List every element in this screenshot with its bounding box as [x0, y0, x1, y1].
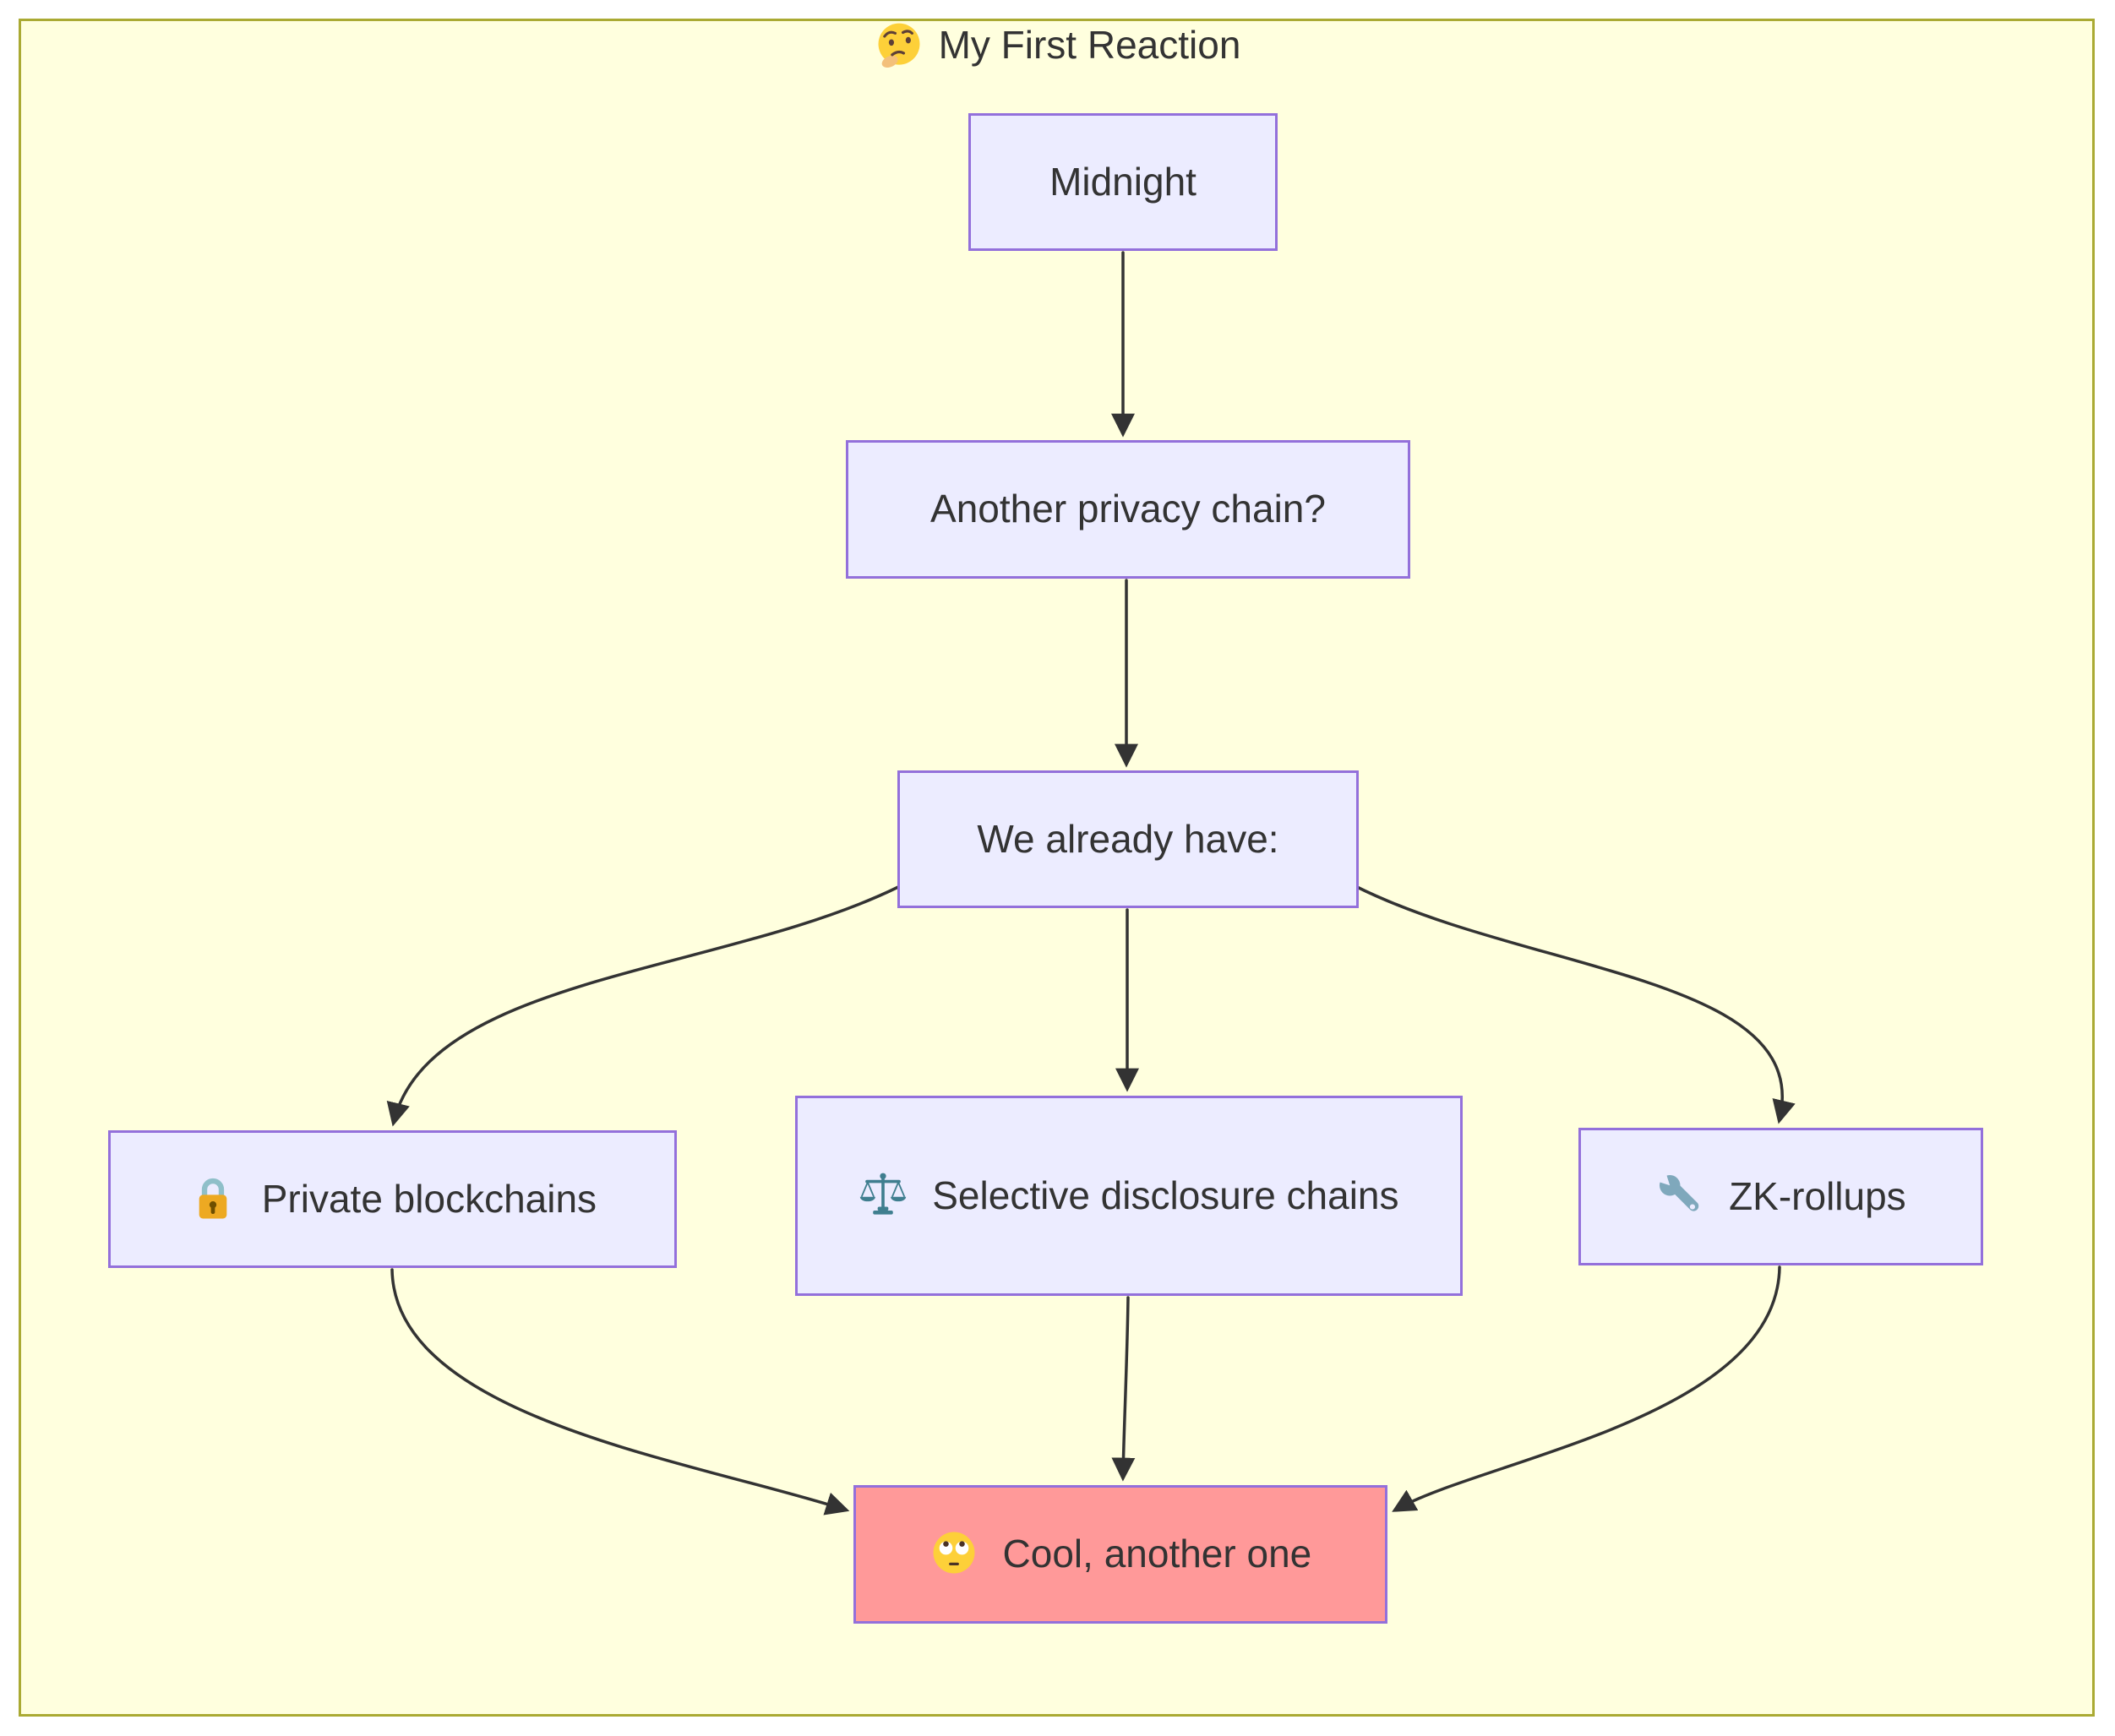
- node-zk-rollups-text: ZK-rollups: [1729, 1173, 1906, 1218]
- diagram-title-text: My First Reaction: [938, 23, 1241, 67]
- node-we-already-have: We already have:: [897, 770, 1359, 908]
- node-another-privacy-chain-text: Another privacy chain?: [930, 487, 1326, 531]
- edge-private-to-cool: [390, 1268, 850, 1516]
- thinking-face-icon: [878, 23, 920, 68]
- node-another-privacy-chain: Another privacy chain?: [846, 440, 1410, 579]
- node-cool-another-one-text: Cool, another one: [1002, 1532, 1312, 1576]
- edge-wehave-to-zk: [1355, 885, 1796, 1124]
- node-midnight-text: Midnight: [1049, 159, 1197, 204]
- edge-selective-to-cool: [1111, 1296, 1136, 1482]
- node-selective-disclosure-chains-text: Selective disclosure chains: [932, 1173, 1399, 1217]
- node-we-already-have-text: We already have:: [977, 816, 1279, 861]
- wrench-icon: [1655, 1170, 1699, 1211]
- node-selective-disclosure-chains: Selective disclosure chains: [795, 1096, 1463, 1296]
- edge-zk-to-cool: [1392, 1265, 1781, 1512]
- node-private-blockchains: Private blockchains: [108, 1130, 677, 1268]
- edge-wehave-to-private: [386, 885, 900, 1127]
- rolling-eyes-icon: [933, 1532, 975, 1574]
- lock-icon: [199, 1178, 227, 1219]
- node-cool-another-one: Cool, another one: [853, 1485, 1387, 1624]
- node-midnight: Midnight: [968, 113, 1278, 251]
- diagram-title: My First Reaction: [0, 20, 2115, 69]
- node-private-blockchains-text: Private blockchains: [261, 1176, 597, 1221]
- node-zk-rollups: ZK-rollups: [1578, 1128, 1983, 1265]
- balance-scale-icon: [860, 1173, 907, 1215]
